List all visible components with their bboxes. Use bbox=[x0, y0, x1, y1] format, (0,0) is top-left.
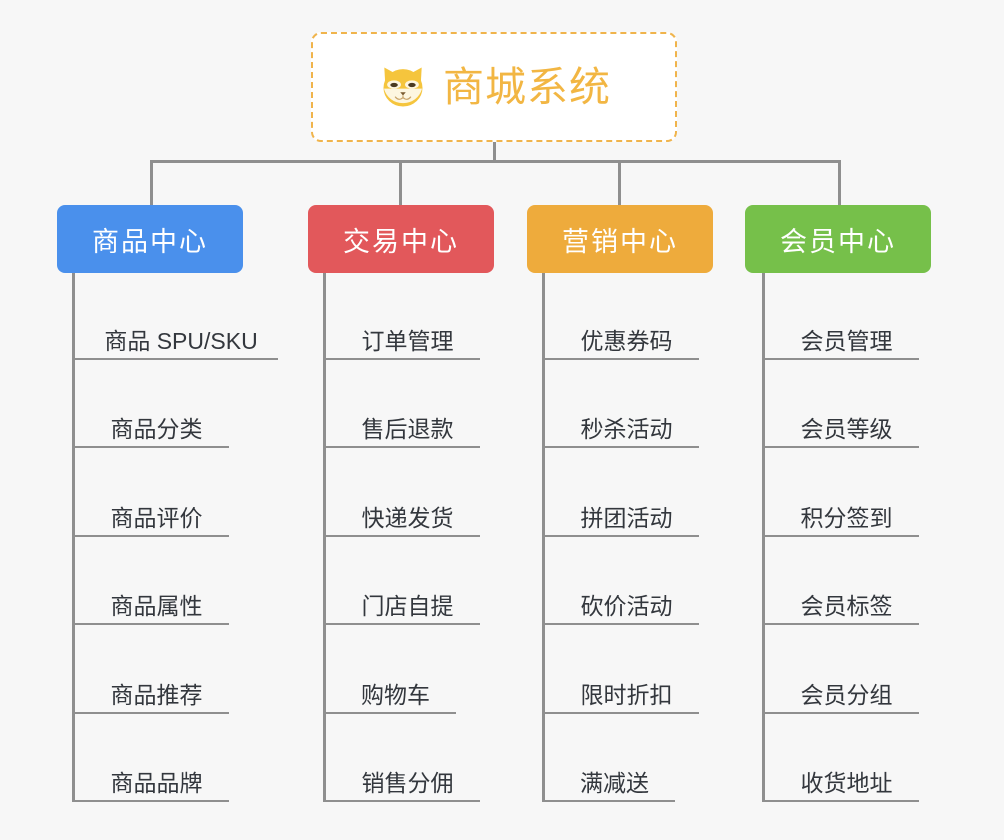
leaf-label-2-4: 限时折扣 bbox=[580, 681, 673, 708]
leaf-2-1[interactable]: 秒杀活动 bbox=[542, 391, 699, 448]
category-box-2[interactable]: 营销中心 bbox=[527, 205, 713, 273]
leaf-1-0[interactable]: 订单管理 bbox=[323, 303, 480, 360]
leaf-label-1-3: 门店自提 bbox=[361, 592, 454, 619]
leaf-0-4[interactable]: 商品推荐 bbox=[72, 657, 229, 714]
leaf-label-0-3: 商品属性 bbox=[110, 592, 203, 619]
branch-3: 会员管理 会员等级 积分签到 会员标签 会员分组 收货地址 bbox=[762, 273, 942, 802]
leaf-2-4[interactable]: 限时折扣 bbox=[542, 657, 699, 714]
leaf-label-2-0: 优惠券码 bbox=[580, 327, 673, 354]
leaf-1-5[interactable]: 销售分佣 bbox=[323, 745, 480, 802]
leaf-label-2-5: 满减送 bbox=[580, 769, 649, 796]
leaf-label-3-3: 会员标签 bbox=[800, 592, 893, 619]
root-node-mall-system[interactable]: 商城系统 bbox=[311, 32, 677, 142]
leaf-label-3-1: 会员等级 bbox=[800, 415, 893, 442]
leaf-label-1-1: 售后退款 bbox=[361, 415, 454, 442]
leaf-label-0-5: 商品品牌 bbox=[110, 769, 203, 796]
leaf-3-1[interactable]: 会员等级 bbox=[762, 391, 919, 448]
leaf-label-1-2: 快递发货 bbox=[361, 504, 454, 531]
category-label-3: 会员中心 bbox=[780, 226, 896, 257]
leaf-3-5[interactable]: 收货地址 bbox=[762, 745, 919, 802]
leaf-2-3[interactable]: 砍价活动 bbox=[542, 568, 699, 625]
leaf-label-1-5: 销售分佣 bbox=[361, 769, 454, 796]
leaf-label-1-0: 订单管理 bbox=[361, 327, 454, 354]
leaf-0-0[interactable]: 商品 SPU/SKU bbox=[72, 303, 278, 360]
leaf-0-3[interactable]: 商品属性 bbox=[72, 568, 229, 625]
leaf-label-3-2: 积分签到 bbox=[800, 504, 893, 531]
branch-stem-0 bbox=[72, 273, 75, 801]
branch-stem-1 bbox=[323, 273, 326, 801]
connector-root-drop bbox=[493, 142, 496, 163]
branch-stem-3 bbox=[762, 273, 765, 801]
category-label-0: 商品中心 bbox=[92, 226, 208, 257]
leaf-label-3-4: 会员分组 bbox=[800, 681, 893, 708]
leaf-0-5[interactable]: 商品品牌 bbox=[72, 745, 229, 802]
leaf-label-3-0: 会员管理 bbox=[800, 327, 893, 354]
branch-1: 订单管理 售后退款 快递发货 门店自提 购物车 销售分佣 bbox=[323, 273, 503, 802]
category-label-2: 营销中心 bbox=[562, 226, 678, 257]
leaf-label-0-2: 商品评价 bbox=[110, 504, 203, 531]
leaf-label-2-2: 拼团活动 bbox=[580, 504, 673, 531]
root-title: 商城系统 bbox=[443, 63, 611, 110]
leaf-1-2[interactable]: 快递发货 bbox=[323, 480, 480, 537]
branch-stem-2 bbox=[542, 273, 545, 801]
leaf-label-1-4: 购物车 bbox=[361, 681, 430, 708]
leaf-2-0[interactable]: 优惠券码 bbox=[542, 303, 699, 360]
leaf-1-1[interactable]: 售后退款 bbox=[323, 391, 480, 448]
leaf-label-3-5: 收货地址 bbox=[800, 769, 893, 796]
leaf-1-3[interactable]: 门店自提 bbox=[323, 568, 480, 625]
leaf-0-2[interactable]: 商品评价 bbox=[72, 480, 229, 537]
leaf-label-2-3: 砍价活动 bbox=[580, 592, 673, 619]
category-box-0[interactable]: 商品中心 bbox=[57, 205, 243, 273]
leaf-3-0[interactable]: 会员管理 bbox=[762, 303, 919, 360]
leaf-3-3[interactable]: 会员标签 bbox=[762, 568, 919, 625]
connector-drop-1 bbox=[150, 160, 153, 205]
leaf-3-2[interactable]: 积分签到 bbox=[762, 480, 919, 537]
category-box-1[interactable]: 交易中心 bbox=[308, 205, 494, 273]
connector-drop-2 bbox=[399, 160, 402, 205]
leaf-label-0-1: 商品分类 bbox=[110, 415, 203, 442]
connector-horizontal-bus bbox=[150, 160, 840, 163]
leaf-label-0-0: 商品 SPU/SKU bbox=[104, 327, 258, 354]
branch-0: 商品 SPU/SKU 商品分类 商品评价 商品属性 商品推荐 商品品牌 bbox=[72, 273, 292, 802]
category-label-1: 交易中心 bbox=[343, 226, 459, 257]
connector-drop-3 bbox=[618, 160, 621, 205]
category-box-3[interactable]: 会员中心 bbox=[745, 205, 931, 273]
branch-2: 优惠券码 秒杀活动 拼团活动 砍价活动 限时折扣 满减送 bbox=[542, 273, 722, 802]
leaf-0-1[interactable]: 商品分类 bbox=[72, 391, 229, 448]
leaf-2-2[interactable]: 拼团活动 bbox=[542, 480, 699, 537]
leaf-2-5[interactable]: 满减送 bbox=[542, 745, 675, 802]
leaf-3-4[interactable]: 会员分组 bbox=[762, 657, 919, 714]
connector-drop-4 bbox=[838, 160, 841, 205]
leaf-label-2-1: 秒杀活动 bbox=[580, 415, 673, 442]
leaf-label-0-4: 商品推荐 bbox=[110, 681, 203, 708]
leaf-1-4[interactable]: 购物车 bbox=[323, 657, 456, 714]
shiba-dog-icon bbox=[383, 67, 423, 107]
